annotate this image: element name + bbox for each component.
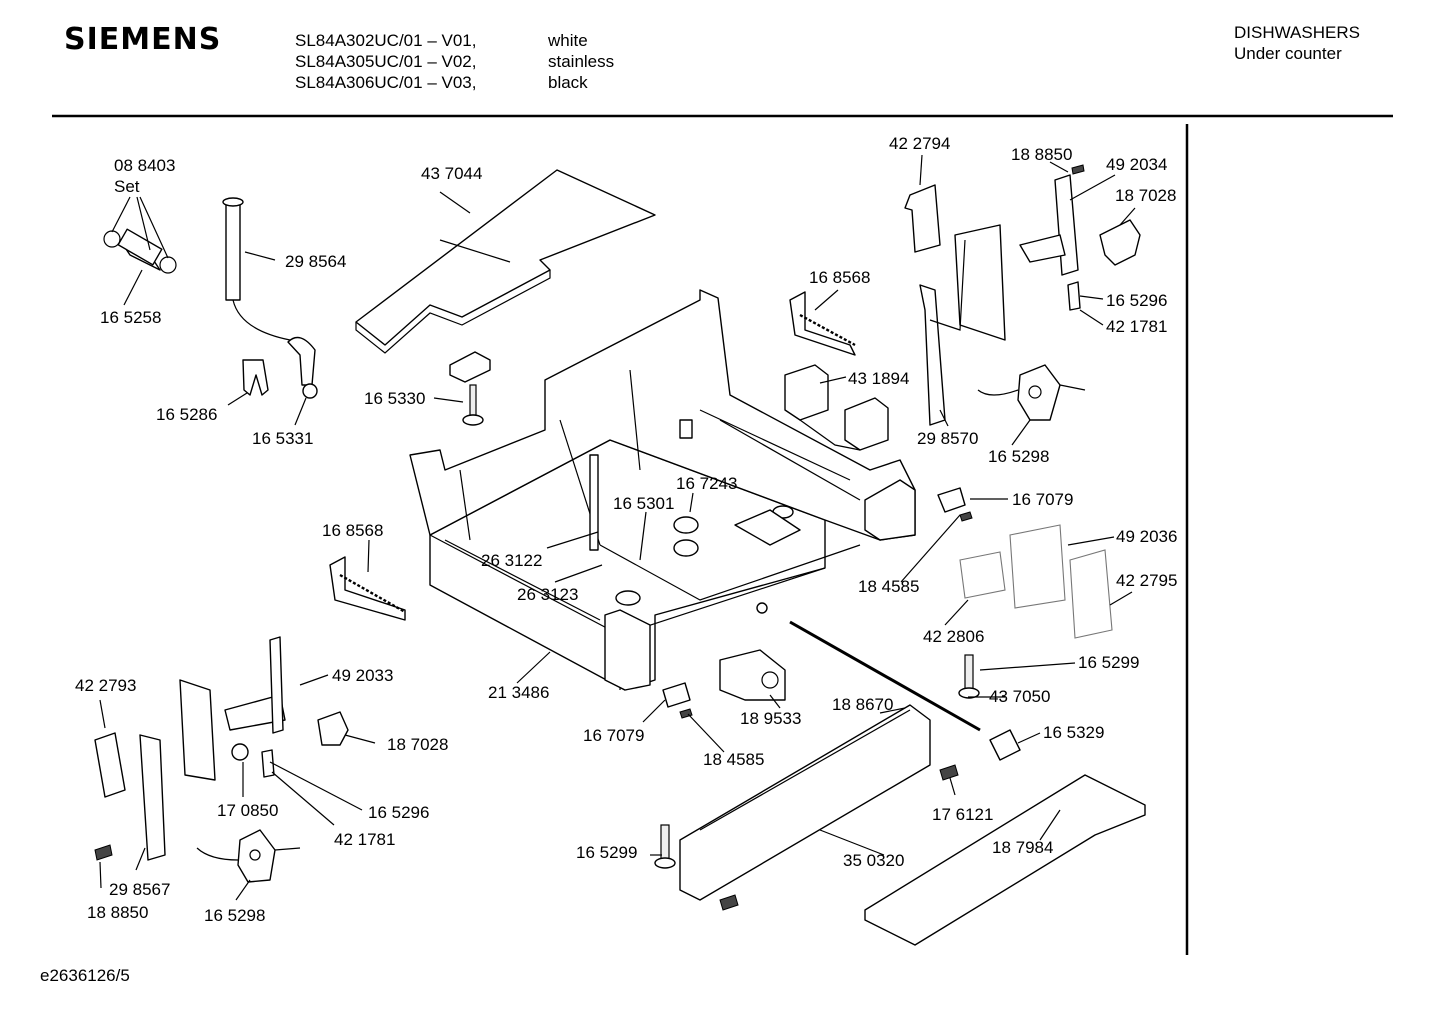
part-number-label: 16 5286	[156, 405, 217, 424]
part-number-label: 16 5296	[1106, 291, 1167, 310]
screw	[959, 511, 973, 522]
part-number-label: 18 8850	[1011, 145, 1072, 164]
part-number-label: Set	[114, 177, 140, 196]
part-number-label: 16 5331	[252, 429, 313, 448]
part-number-label: 16 7079	[583, 726, 644, 745]
small-bracket	[662, 682, 691, 708]
part-number-label: 43 1894	[848, 369, 909, 388]
part-number-label: 18 4585	[703, 750, 764, 769]
leveling-foot-part	[654, 824, 676, 869]
model-list: SL84A302UC/01 – V01, SL84A305UC/01 – V02…	[295, 30, 476, 93]
part-number-label: 49 2033	[332, 666, 393, 685]
door-bracket-left	[94, 636, 349, 861]
variant-line: white	[548, 31, 588, 50]
model-line: SL84A305UC/01 – V02,	[295, 52, 477, 71]
valve-part	[719, 649, 786, 701]
clamp-set	[103, 228, 177, 274]
clip-part	[242, 359, 269, 396]
part-number-label: 16 5298	[988, 447, 1049, 466]
model-line: SL84A302UC/01 – V01,	[295, 31, 477, 50]
hose-assembly	[222, 197, 318, 399]
connector-part	[784, 364, 889, 451]
product-category: DISHWASHERS Under counter	[1234, 22, 1360, 64]
part-number-label: 42 2806	[923, 627, 984, 646]
part-number-label: 43 7050	[989, 687, 1050, 706]
toe-kick-panel	[679, 704, 931, 901]
part-number-label: 17 6121	[932, 805, 993, 824]
rod-part	[789, 620, 981, 732]
base-chassis	[409, 289, 916, 691]
end-cap-part	[989, 729, 1021, 761]
part-number-label: 21 3486	[488, 683, 549, 702]
part-number-label: 08 8403	[114, 156, 175, 175]
part-number-label: 42 2795	[1116, 571, 1177, 590]
door-bracket-right	[904, 184, 1006, 426]
part-number-label: 29 8564	[285, 252, 346, 271]
part-number-label: 17 0850	[217, 801, 278, 820]
document-id: e2636126/5	[40, 966, 130, 985]
hinge-bracket-top	[1019, 164, 1141, 311]
part-number-label: 29 8570	[917, 429, 978, 448]
variant-list: white stainless black	[548, 30, 614, 93]
part-number-label: 16 5330	[364, 389, 425, 408]
leader-lines	[99, 154, 1136, 901]
variant-line: stainless	[548, 52, 615, 71]
model-line: SL84A306UC/01 – V03,	[295, 73, 477, 92]
motor-part	[977, 364, 1086, 421]
part-number-label: 18 8850	[87, 903, 148, 922]
part-number-label: 26 3123	[517, 585, 578, 604]
part-number-label: 18 7028	[387, 735, 448, 754]
cover-strip	[864, 774, 1146, 946]
screw	[939, 764, 959, 781]
part-number-label: 29 8567	[109, 880, 170, 899]
part-number-label: 16 5258	[100, 308, 161, 327]
spring-part	[789, 291, 856, 356]
part-number-label: 42 2793	[75, 676, 136, 695]
part-number-label: 18 8670	[832, 695, 893, 714]
leveling-foot-part	[449, 351, 491, 426]
part-number-label: 16 5299	[1078, 653, 1139, 672]
variant-line: black	[548, 73, 588, 92]
screw	[94, 844, 113, 861]
part-number-label: 42 2794	[889, 134, 950, 153]
part-number-label: 16 5296	[368, 803, 429, 822]
part-number-label: 16 8568	[809, 268, 870, 287]
part-number-label: 35 0320	[843, 851, 904, 870]
part-number-label: 18 7028	[1115, 186, 1176, 205]
small-bracket	[937, 487, 966, 513]
part-number-label: 26 3122	[481, 551, 542, 570]
part-number-label: 16 5301	[613, 494, 674, 513]
part-number-label: 16 8568	[322, 521, 383, 540]
leveling-foot-part	[958, 654, 980, 699]
part-number-label: 16 7243	[676, 474, 737, 493]
part-number-label: 18 9533	[740, 709, 801, 728]
motor-part	[196, 829, 301, 883]
spring-part	[329, 556, 406, 621]
part-number-label: 16 5299	[576, 843, 637, 862]
part-number-label: 18 4585	[858, 577, 919, 596]
brand-logo: SIEMENS	[64, 22, 222, 57]
part-number-label: 16 5298	[204, 906, 265, 925]
screw	[719, 894, 739, 911]
top-cover-plate	[355, 169, 656, 354]
category-line: DISHWASHERS	[1234, 23, 1360, 42]
ghost-panel-group	[959, 524, 1113, 639]
category-subline: Under counter	[1234, 44, 1342, 63]
part-number-label: 18 7984	[992, 838, 1053, 857]
part-number-label: 42 1781	[334, 830, 395, 849]
part-number-label: 16 5329	[1043, 723, 1104, 742]
part-number-label: 49 2036	[1116, 527, 1177, 546]
part-number-label: 43 7044	[421, 164, 482, 183]
part-number-label: 16 7079	[1012, 490, 1073, 509]
part-number-label: 49 2034	[1106, 155, 1167, 174]
part-number-label: 42 1781	[1106, 317, 1167, 336]
